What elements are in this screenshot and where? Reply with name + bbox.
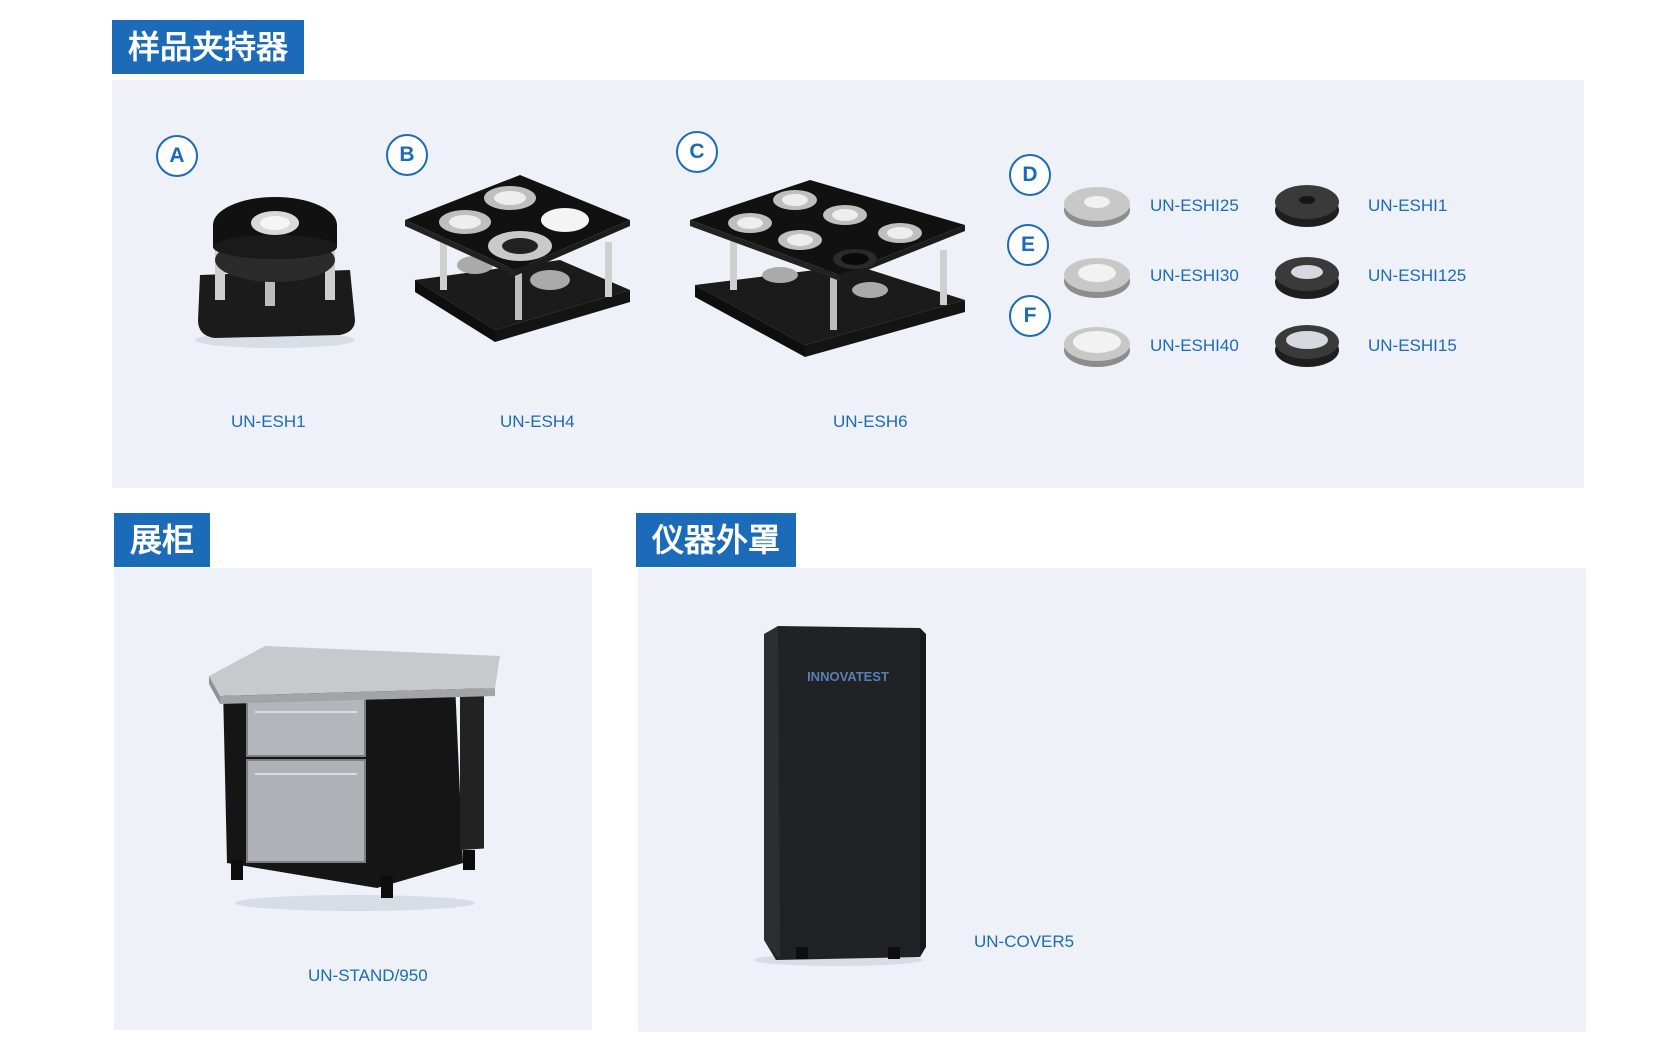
cover-label: UN-COVER5	[974, 932, 1075, 951]
insert-eshi30-label: UN-ESHI30	[1150, 266, 1239, 285]
holder-esh6-image	[690, 180, 965, 357]
section-title-cabinet: 展柜	[114, 513, 211, 567]
holder-esh4-label: UN-ESH4	[500, 412, 575, 431]
cover-image: INNOVATEST	[753, 626, 926, 966]
section-title-cover: 仪器外罩	[636, 513, 797, 567]
cover-brand-text: INNOVATEST	[807, 669, 889, 684]
section-title-holders: 样品夹持器	[112, 20, 305, 74]
insert-ring-eshi125	[1275, 257, 1339, 299]
badge-c: C	[676, 131, 718, 173]
insert-eshi125-label: UN-ESHI125	[1368, 266, 1467, 285]
holder-esh1-image	[195, 197, 355, 348]
insert-ring-eshi25	[1064, 187, 1130, 227]
badge-e: E	[1007, 224, 1049, 266]
badge-f: F	[1009, 295, 1051, 337]
insert-eshi25-label: UN-ESHI25	[1150, 196, 1239, 215]
insert-eshi15-label: UN-ESHI15	[1368, 336, 1457, 355]
cabinet-stand-label: UN-STAND/950	[308, 966, 428, 985]
cabinet-stand-image	[209, 646, 500, 911]
insert-eshi1-label: UN-ESHI1	[1368, 196, 1448, 215]
holder-esh6-label: UN-ESH6	[833, 412, 908, 431]
badge-a: A	[156, 135, 198, 177]
insert-ring-eshi30	[1064, 258, 1130, 298]
holder-esh4-image	[405, 175, 630, 342]
insert-ring-eshi40	[1064, 327, 1130, 367]
insert-ring-eshi15	[1275, 325, 1339, 367]
badge-b: B	[386, 134, 428, 176]
insert-ring-eshi1	[1275, 185, 1339, 227]
insert-eshi40-label: UN-ESHI40	[1150, 336, 1239, 355]
holder-esh1-label: UN-ESH1	[231, 412, 306, 431]
badge-d: D	[1009, 154, 1051, 196]
